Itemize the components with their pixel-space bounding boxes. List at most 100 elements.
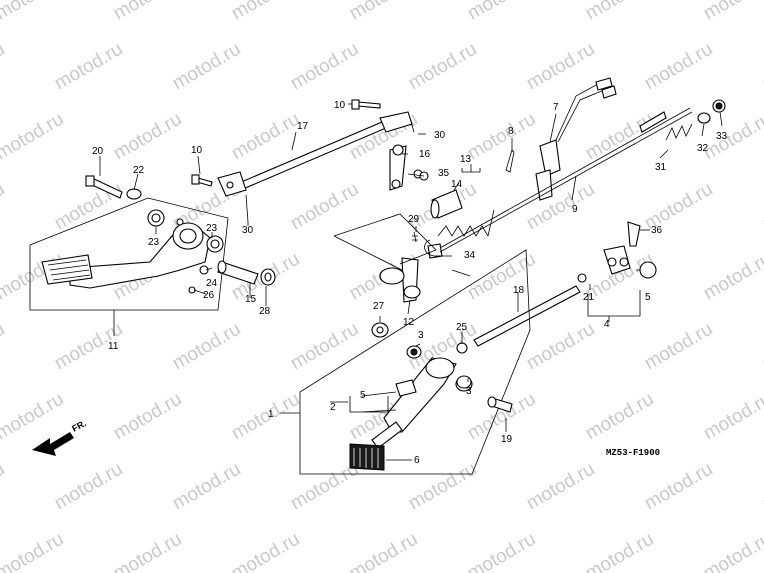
watermark-text: motod.ru (700, 249, 764, 305)
callout-31: 31 (655, 162, 667, 173)
callout-35: 35 (438, 168, 450, 179)
callout-24: 24 (206, 278, 218, 289)
watermark-text: motod.ru (464, 0, 539, 24)
callout-17: 17 (297, 121, 309, 132)
callout-28: 28 (259, 306, 271, 317)
watermark-text: motod.ru (464, 529, 539, 573)
callout-7: 7 (553, 102, 559, 113)
stop-switch-group (424, 77, 726, 257)
callout-labels: 1 2 3 3 4 5 5 6 7 8 9 10 10 11 12 13 14 … (92, 100, 728, 466)
watermark-text: motod.ru (110, 389, 185, 445)
watermark-text: motod.ru (228, 109, 303, 165)
watermark-text: motod.ru (110, 0, 185, 24)
watermark-text: motod.ru (51, 459, 126, 515)
watermark-text: motod.ru (287, 319, 362, 375)
callout-20: 20 (92, 146, 104, 157)
callout-6: 6 (414, 455, 420, 466)
callout-8: 8 (508, 126, 514, 137)
callout-19: 19 (501, 434, 513, 445)
watermark-text: motod.ru (0, 179, 8, 235)
watermark-text: motod.ru (346, 0, 421, 24)
callout-10a: 10 (334, 100, 346, 111)
watermark-text: motod.ru (287, 39, 362, 95)
callout-33: 33 (716, 131, 728, 142)
callout-26: 26 (203, 290, 215, 301)
callout-15: 15 (245, 294, 257, 305)
watermark-text: motod.ru (287, 179, 362, 235)
callout-4: 4 (604, 319, 610, 330)
watermark-text: motod.ru (700, 529, 764, 573)
watermark-text: motod.ru (582, 0, 657, 24)
watermark-text: motod.ru (0, 389, 67, 445)
watermark-text: motod.ru (169, 39, 244, 95)
callout-13: 13 (460, 154, 472, 165)
watermark-text: motod.ru (346, 529, 421, 573)
callout-3b: 3 (466, 386, 472, 397)
watermark-text: motod.ru (641, 319, 716, 375)
callout-3a: 3 (418, 330, 424, 341)
watermark-text: motod.ru (405, 39, 480, 95)
leader-lines (99, 103, 723, 461)
diagram-code: MZ53-F1900 (606, 448, 660, 458)
callout-27: 27 (373, 301, 385, 312)
watermark-text: motod.ru (0, 0, 67, 24)
watermark-text: motod.ru (228, 529, 303, 573)
watermark-text: motod.ru (0, 319, 8, 375)
callout-1: 1 (268, 409, 274, 420)
callout-25: 25 (456, 322, 468, 333)
callout-12: 12 (403, 317, 415, 328)
brake-rod (217, 99, 415, 223)
callout-11: 11 (108, 341, 119, 352)
callout-22: 22 (133, 165, 145, 176)
watermark-text: motod.ru (523, 459, 598, 515)
watermark-text: motod.ru (169, 459, 244, 515)
callout-30b: 30 (242, 225, 254, 236)
watermark-text: motod.ru (582, 529, 657, 573)
watermark-text: motod.ru (700, 389, 764, 445)
callout-32: 32 (697, 143, 709, 154)
watermark-text: motod.ru (51, 39, 126, 95)
watermark-text: motod.ru (51, 179, 126, 235)
switch-arm-group (333, 144, 495, 338)
brake-pedal-group (29, 174, 276, 311)
callout-10b: 10 (191, 145, 203, 156)
watermark-text: motod.ru (405, 459, 480, 515)
callout-21: 21 (583, 292, 595, 303)
watermark-text: motod.ru (700, 0, 764, 24)
shift-linkage-group (473, 221, 657, 347)
watermark-text: motod.ru (0, 459, 8, 515)
direction-label: FR. (70, 418, 87, 434)
front-direction-arrow: FR. (32, 418, 88, 456)
callout-5a: 5 (360, 390, 366, 401)
watermark-text: motod.ru (464, 109, 539, 165)
callout-18: 18 (513, 285, 525, 296)
watermark-text: motod.ru (523, 39, 598, 95)
watermark-text: motod.ru (169, 319, 244, 375)
watermark-text: motod.ru (0, 39, 8, 95)
watermark-text: motod.ru (759, 179, 764, 235)
callout-36: 36 (651, 225, 663, 236)
callout-34: 34 (464, 250, 476, 261)
watermark-text: motod.ru (228, 389, 303, 445)
watermark-text: motod.ru (0, 109, 67, 165)
callout-23a: 23 (148, 237, 160, 248)
callout-5b: 5 (645, 292, 651, 303)
watermark-text: motod.ru (523, 319, 598, 375)
watermark-text: motod.ru (582, 109, 657, 165)
watermark-text: motod.ru (110, 529, 185, 573)
watermark-text: motod.ru (0, 529, 67, 573)
watermark-text: motod.ru (641, 459, 716, 515)
watermark-text: motod.ru (759, 39, 764, 95)
watermark-text: motod.ru (759, 459, 764, 515)
callout-29: 29 (408, 214, 420, 225)
watermark-text: motod.ru (228, 0, 303, 24)
callout-14: 14 (451, 179, 463, 190)
watermark-text: motod.ru (523, 179, 598, 235)
callout-9: 9 (572, 204, 578, 215)
callout-16: 16 (419, 149, 431, 160)
watermark-text: motod.ru (582, 389, 657, 445)
gearshift-pedal-group (299, 249, 531, 475)
callout-23b: 23 (206, 223, 218, 234)
